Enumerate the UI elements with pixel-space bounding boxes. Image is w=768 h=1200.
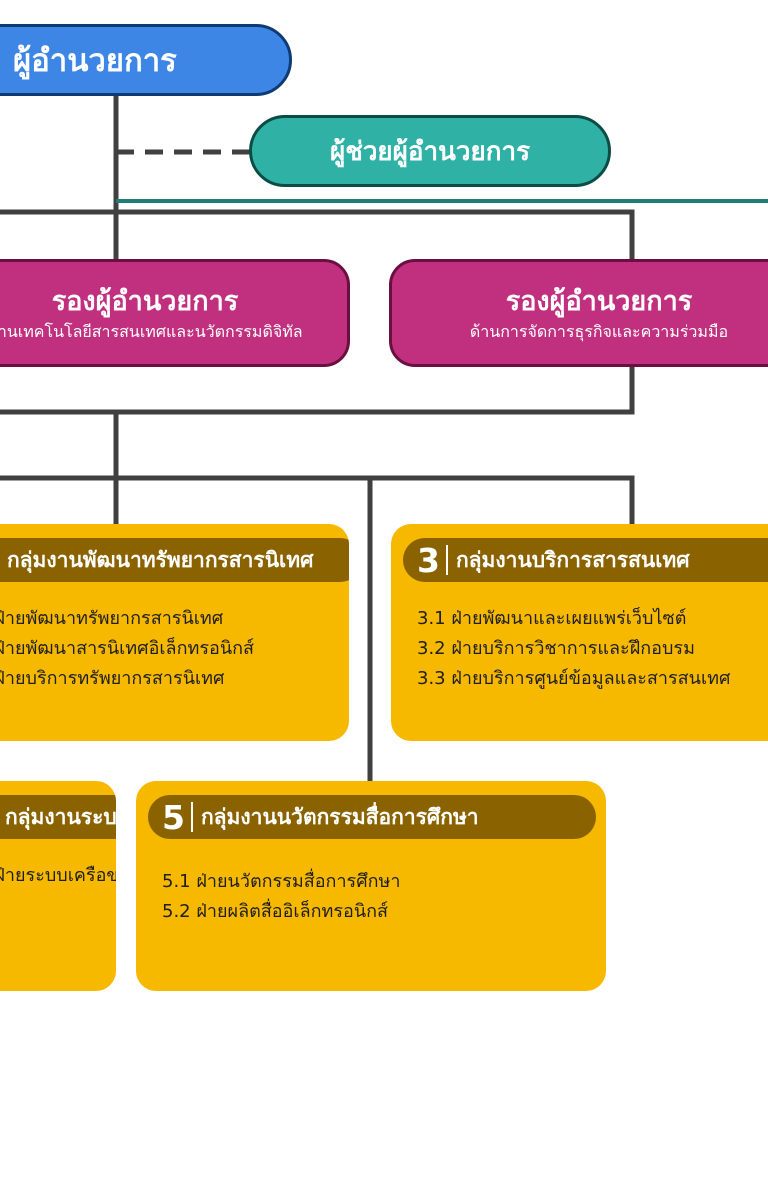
group-box-5: 5 กลุ่มงานนวัตกรรมสื่อการศึกษา 5.1 ฝ่ายน… xyxy=(136,781,606,991)
group-header: 2 กลุ่มงานพัฒนาทรัพยากรสารนิเทศ xyxy=(0,538,349,582)
director-label: ผู้อำนวยการ xyxy=(13,43,177,79)
group-title: กลุ่มงานนวัตกรรมสื่อการศึกษา xyxy=(200,804,479,829)
group-item: 3.1 ฝ่ายพัฒนาและเผยแพร่เว็บไซต์ xyxy=(417,608,687,629)
group-title: กลุ่มงานระบบสารสนเทศ xyxy=(4,804,116,829)
assistant-director-label: ผู้ช่วยผู้อำนวยการ xyxy=(329,136,531,167)
group-item: 3.3 ฝ่ายบริการศูนย์ข้อมูลและสารสนเทศ xyxy=(417,668,731,689)
assistant-director-box: ผู้ช่วยผู้อำนวยการ xyxy=(249,115,611,187)
group-box-2: 2 กลุ่มงานพัฒนาทรัพยากรสารนิเทศ 2.1 ฝ่าย… xyxy=(0,524,349,741)
connector-deputies-merge xyxy=(0,366,635,415)
group-number: 5 xyxy=(162,797,185,837)
group-separator xyxy=(190,802,193,832)
group-item: 4.1 ฝ่ายระบบเครือข่ายข้อมูล xyxy=(0,865,116,886)
group-item-list: 5.1 ฝ่ายนวัตกรรมสื่อการศึกษา 5.2 ฝ่ายผลิ… xyxy=(162,867,401,927)
group-item-list: 2.1 ฝ่ายพัฒนาทรัพยากรสารนิเทศ 2.2 ฝ่ายพั… xyxy=(0,604,254,694)
group-item-list: 3.1 ฝ่ายพัฒนาและเผยแพร่เว็บไซต์ 3.2 ฝ่าย… xyxy=(417,604,730,694)
connector-groups-top xyxy=(0,475,635,525)
group-item: 3.2 ฝ่ายบริการวิชาการและฝึกอบรม xyxy=(417,638,695,659)
group-item-list: 4.1 ฝ่ายระบบเครือข่ายข้อมูล xyxy=(0,861,116,891)
connector-deputies-top xyxy=(0,209,635,260)
group-header: 4 กลุ่มงานระบบสารสนเทศ xyxy=(0,795,116,839)
deputy-director-box-2: รองผู้อำนวยการ ด้านการจัดการธุรกิจและควา… xyxy=(389,259,768,367)
group-item: 5.2 ฝ่ายผลิตสื่ออิเล็กทรอนิกส์ xyxy=(162,901,389,922)
group-box-4: 4 กลุ่มงานระบบสารสนเทศ 4.1 ฝ่ายระบบเครือ… xyxy=(0,781,116,991)
group-item: 5.1 ฝ่ายนวัตกรรมสื่อการศึกษา xyxy=(162,871,401,892)
deputy-director-box-1: รองผู้อำนวยการ ด้านเทคโนโลยีสารสนเทศและน… xyxy=(0,259,350,367)
deputy-title: รองผู้อำนวยการ xyxy=(51,286,239,317)
deputy-title: รองผู้อำนวยการ xyxy=(505,286,693,317)
group-separator xyxy=(445,545,448,575)
deputy-subtitle: ด้านเทคโนโลยีสารสนเทศและนวัตกรรมดิจิทัล xyxy=(0,322,303,341)
group-title: กลุ่มงานพัฒนาทรัพยากรสารนิเทศ xyxy=(6,547,314,572)
group-number: 3 xyxy=(417,540,440,580)
group-header: 5 กลุ่มงานนวัตกรรมสื่อการศึกษา xyxy=(148,795,596,839)
group-box-3: 3 กลุ่มงานบริการสารสนเทศ 3.1 ฝ่ายพัฒนาแล… xyxy=(391,524,768,741)
group-item: 2.3 ฝ่ายบริการทรัพยากรสารนิเทศ xyxy=(0,668,225,689)
deputy-subtitle: ด้านการจัดการธุรกิจและความร่วมมือ xyxy=(469,322,729,341)
director-box: ผู้อำนวยการ xyxy=(0,24,292,96)
group-item: 2.1 ฝ่ายพัฒนาทรัพยากรสารนิเทศ xyxy=(0,608,224,629)
group-title: กลุ่มงานบริการสารสนเทศ xyxy=(455,547,690,572)
group-item: 2.2 ฝ่ายพัฒนาสารนิเทศอิเล็กทรอนิกส์ xyxy=(0,638,255,659)
group-header: 3 กลุ่มงานบริการสารสนเทศ xyxy=(403,538,768,582)
